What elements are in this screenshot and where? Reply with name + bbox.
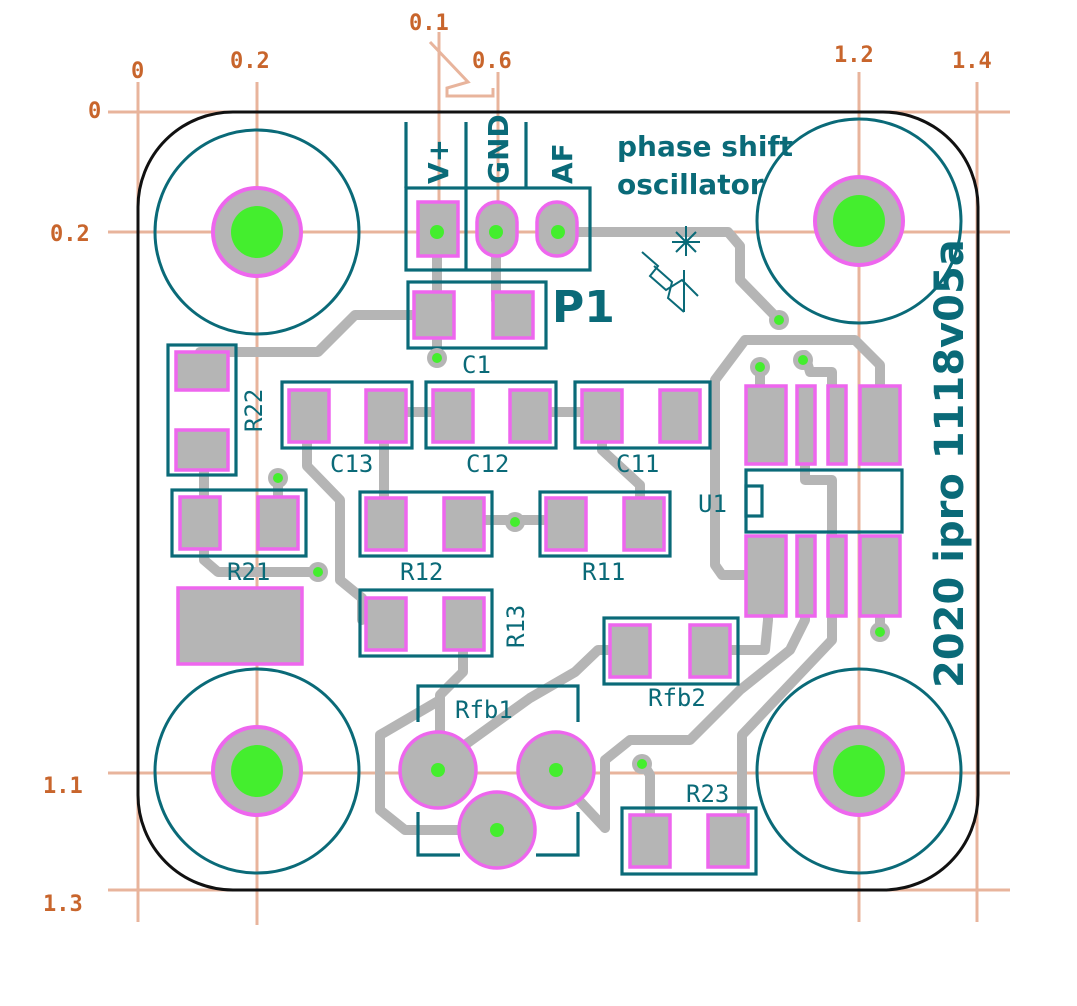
connector-p1: V+ GND AF P1 <box>404 114 615 333</box>
capacitor-c13: C13 <box>280 380 414 478</box>
p1-reference: P1 <box>552 282 615 333</box>
trace <box>600 555 810 833</box>
resistor-r12: R12 <box>358 490 494 586</box>
rfb2-label: Rfb2 <box>648 684 706 712</box>
resistor-r13: R13 <box>358 588 530 658</box>
ic-u1: U1 <box>698 384 904 618</box>
via <box>750 357 770 377</box>
r11-label: R11 <box>582 558 625 586</box>
c12-label: C12 <box>466 450 509 478</box>
r12-label: R12 <box>400 558 443 586</box>
x-label-1.4: 1.4 <box>952 49 992 74</box>
mounting-hole-top-left <box>153 128 361 336</box>
axis-labels: 0 0.2 0.1 0.6 1.2 1.4 0 0.2 1.1 1.3 <box>43 11 992 917</box>
mounting-hole-bottom-right <box>755 667 963 875</box>
x-label-0.2: 0.2 <box>230 49 270 74</box>
mounting-hole-top-right <box>755 117 963 325</box>
c1-label: C1 <box>462 351 491 379</box>
x-label-1.2: 1.2 <box>834 43 874 68</box>
via <box>793 350 813 370</box>
u1-label: U1 <box>698 490 727 518</box>
via <box>632 754 652 774</box>
trace <box>553 227 784 325</box>
r23-label: R23 <box>686 780 729 808</box>
via <box>505 512 525 532</box>
resistor-r11: R11 <box>538 490 672 586</box>
capacitor-c1: C1 <box>406 280 548 379</box>
vias <box>268 310 890 774</box>
p1-outline <box>404 186 592 272</box>
pin-label-gnd: GND <box>482 114 515 184</box>
potentiometer-rfb1: Rfb1 <box>398 684 596 870</box>
via <box>268 468 288 488</box>
capacitor-c11: C11 <box>573 380 712 478</box>
mounting-hole-bottom-left <box>153 667 361 875</box>
c13-label: C13 <box>330 450 373 478</box>
pin-label-af: AF <box>546 143 579 184</box>
y-label-1.3: 1.3 <box>43 892 83 917</box>
capacitor-c12: C12 <box>424 380 558 478</box>
mounting-holes <box>153 117 963 875</box>
trace <box>375 695 502 835</box>
oscillator-symbol-icon <box>641 226 700 313</box>
guide-dimension-0.1 <box>428 40 495 98</box>
board-title-line-1: phase shift <box>617 130 793 163</box>
trace <box>710 335 885 580</box>
resistor-rfb2: Rfb2 <box>602 616 740 712</box>
trace <box>302 407 367 625</box>
board-title-line-2: oscillator <box>617 168 764 201</box>
y-label-0: 0 <box>88 99 101 124</box>
r13-label: R13 <box>502 605 530 648</box>
r21-label: R21 <box>227 558 270 586</box>
x-label-0.6: 0.6 <box>472 49 512 74</box>
via <box>769 310 789 330</box>
pin-label-vplus: V+ <box>422 139 455 184</box>
board-id-text: 2020 ipro 1118v05a <box>927 239 973 688</box>
via <box>870 622 890 642</box>
y-label-1.1: 1.1 <box>43 774 83 799</box>
r22-label: R22 <box>240 389 268 432</box>
x-label-0.1: 0.1 <box>409 11 449 36</box>
trace <box>195 310 442 357</box>
via <box>427 348 447 368</box>
large-smd-pad <box>176 586 304 666</box>
y-label-0.2: 0.2 <box>50 222 90 247</box>
resistor-r23: R23 <box>620 780 758 876</box>
resistor-r21: R21 <box>170 488 308 586</box>
via <box>308 562 328 582</box>
resistor-r22: R22 <box>166 343 268 477</box>
rfb1-label: Rfb1 <box>455 696 513 724</box>
board-outline <box>136 110 980 892</box>
c11-label: C11 <box>616 450 659 478</box>
x-label-0: 0 <box>131 59 144 84</box>
